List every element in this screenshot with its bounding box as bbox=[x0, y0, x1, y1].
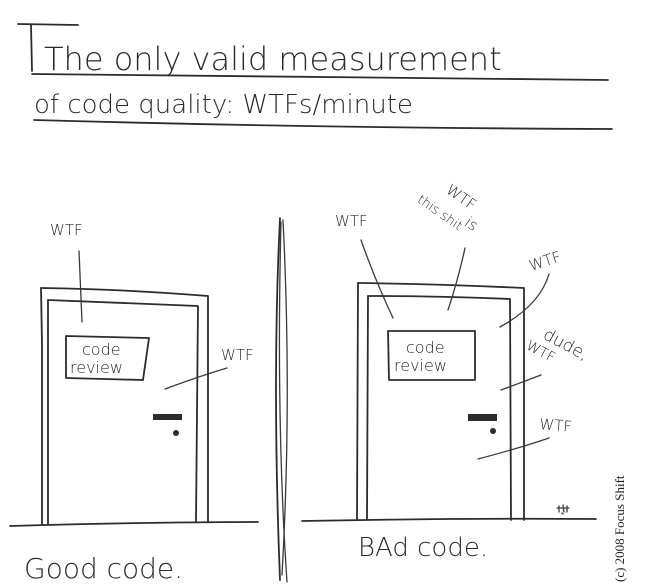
sign-line-2: review bbox=[394, 356, 447, 375]
wtf-pointer bbox=[499, 273, 550, 328]
door-frame-left bbox=[40, 287, 49, 525]
wtf-pointer bbox=[447, 247, 466, 311]
wtf-label: WTF bbox=[50, 221, 83, 239]
door-frame-left bbox=[356, 282, 369, 521]
wtf-is-this-shit: WTF is this shit bbox=[414, 181, 481, 235]
panel-divider bbox=[275, 217, 288, 583]
wtf-label: WTF bbox=[539, 415, 573, 436]
door-frame-outer bbox=[357, 282, 525, 521]
title-line-1: The only valid measurement bbox=[44, 40, 502, 78]
sign-line-1: code bbox=[406, 338, 445, 357]
panel-bad-code: code review WTF WTF is this shit WTF dud… bbox=[301, 181, 597, 563]
door-sign bbox=[387, 330, 476, 381]
door-frame-inner bbox=[47, 299, 199, 522]
caption-good-code: Good code. bbox=[24, 552, 183, 585]
door-frame-outer bbox=[40, 287, 209, 523]
floor-line bbox=[301, 517, 597, 522]
wtf-pointer bbox=[78, 250, 83, 323]
door-handle bbox=[153, 414, 182, 420]
title-underline-1 bbox=[31, 73, 609, 81]
door-frame-inner bbox=[367, 295, 512, 521]
bug-doodle-icon bbox=[556, 504, 570, 515]
copyright-notice: (c) 2008 Focus Shift bbox=[612, 475, 627, 582]
title-line-2: of code quality: WTFs/minute bbox=[34, 90, 413, 120]
wtf-pointer bbox=[360, 239, 394, 319]
sign-line-2: review bbox=[70, 358, 123, 377]
dude-wtf: dude, WTF bbox=[523, 325, 591, 366]
wtf-pointer bbox=[477, 437, 550, 460]
wtf-pointer bbox=[164, 367, 228, 390]
wtf-label: WTF bbox=[221, 346, 254, 364]
title: The only valid measurement of code quali… bbox=[17, 23, 613, 130]
floor-line bbox=[9, 521, 259, 527]
door-sign bbox=[65, 335, 150, 381]
caption-bad-code: BAd code. bbox=[358, 533, 488, 563]
keyhole bbox=[173, 430, 179, 436]
wtf-label: WTF bbox=[335, 212, 368, 230]
wtf-label: WTF bbox=[527, 248, 564, 275]
door-handle bbox=[468, 414, 497, 421]
panel-good-code: code review WTF WTF Good code. bbox=[9, 221, 259, 585]
keyhole bbox=[490, 428, 496, 434]
wtf-pointer bbox=[500, 374, 542, 391]
sign-line-1: code bbox=[82, 340, 121, 359]
svg-text:is: is bbox=[461, 213, 481, 235]
title-underline-2 bbox=[33, 119, 613, 130]
